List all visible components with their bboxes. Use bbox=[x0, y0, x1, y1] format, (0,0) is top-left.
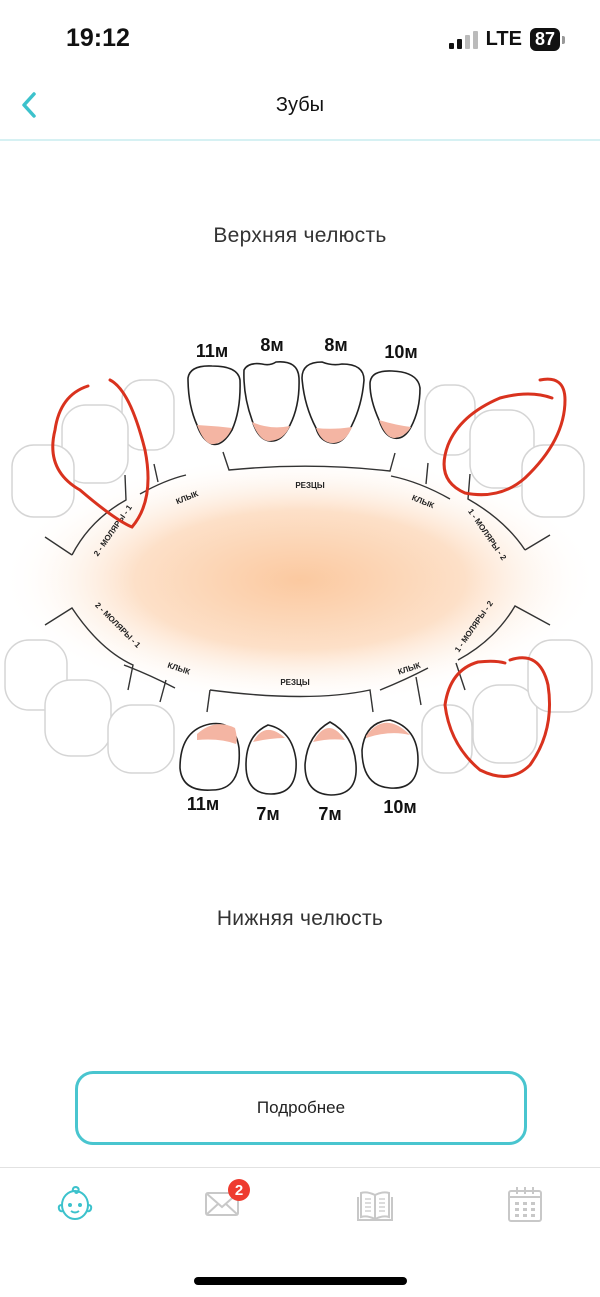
lower-incisor-age: 7м bbox=[318, 804, 341, 824]
status-indicators: LTE 87 bbox=[448, 28, 566, 51]
annotation-marks bbox=[51, 377, 567, 778]
lower-right-molar-2 bbox=[527, 639, 593, 713]
lower-incisor-age: 11м bbox=[187, 794, 219, 814]
battery-icon: 87 bbox=[529, 28, 566, 51]
book-icon bbox=[357, 1191, 393, 1221]
teeth-diagram: 11м 8м 8м 10м РЕЗЦЫ КЛЫК КЛЫК 2 - МОЛЯРЫ… bbox=[0, 300, 600, 860]
lower-left-canine bbox=[107, 704, 175, 774]
upper-side-teeth bbox=[11, 379, 585, 518]
lower-side-teeth bbox=[4, 639, 593, 774]
messages-badge: 2 bbox=[228, 1179, 250, 1201]
tab-baby[interactable] bbox=[45, 1180, 105, 1226]
lower-brackets bbox=[44, 605, 551, 713]
upper-incisor-age: 8м bbox=[260, 335, 283, 355]
more-button[interactable]: Подробнее bbox=[75, 1071, 527, 1145]
upper-right-canine bbox=[424, 384, 476, 456]
signal-icon bbox=[448, 30, 478, 49]
baby-face-icon bbox=[57, 1185, 93, 1220]
lower-incisors-label: РЕЗЦЫ bbox=[280, 678, 310, 687]
annotation-circle bbox=[442, 377, 567, 497]
upper-incisor-age: 11м bbox=[196, 341, 228, 361]
back-button[interactable] bbox=[18, 88, 40, 128]
lower-tooth bbox=[361, 719, 419, 789]
upper-left-canine bbox=[121, 379, 175, 451]
lower-left-molar-2 bbox=[4, 639, 68, 711]
header-divider bbox=[0, 139, 600, 141]
page-title: Зубы bbox=[275, 94, 325, 116]
upper-jaw-title: Верхняя челюсть bbox=[213, 224, 387, 247]
upper-incisor-age: 10м bbox=[384, 342, 417, 362]
upper-tooth bbox=[301, 361, 365, 444]
lower-incisor-age: 7м bbox=[256, 804, 279, 824]
home-indicator bbox=[194, 1277, 407, 1285]
lower-incisors bbox=[179, 719, 419, 796]
lower-right-canine bbox=[421, 704, 473, 774]
chevron-left-icon bbox=[22, 92, 36, 118]
upper-incisor-age: 8м bbox=[324, 335, 347, 355]
lower-left-molar-1 bbox=[44, 679, 112, 757]
tab-library[interactable] bbox=[345, 1180, 405, 1226]
mouth-glow bbox=[0, 300, 600, 860]
lower-tooth bbox=[245, 724, 297, 795]
status-time: 19:12 bbox=[66, 24, 130, 52]
upper-incisors bbox=[187, 361, 421, 446]
upper-right-molar-1 bbox=[469, 409, 535, 489]
calendar-icon bbox=[508, 1187, 542, 1222]
annotation-circle bbox=[443, 656, 552, 778]
annotation-circle bbox=[51, 378, 150, 529]
lower-right-molar-1 bbox=[472, 684, 538, 764]
upper-brackets bbox=[44, 451, 551, 556]
network-label: LTE bbox=[485, 28, 522, 50]
upper-left-molar-1 bbox=[61, 404, 129, 484]
lower-jaw-title: Нижняя челюсть bbox=[216, 907, 384, 930]
upper-right-molar-2 bbox=[521, 444, 585, 518]
tab-calendar[interactable] bbox=[495, 1180, 555, 1226]
tab-bar-divider bbox=[0, 1167, 600, 1168]
lower-incisor-age: 10м bbox=[383, 797, 416, 817]
upper-incisors-label: РЕЗЦЫ bbox=[295, 481, 325, 490]
upper-left-molar-2 bbox=[11, 444, 75, 518]
